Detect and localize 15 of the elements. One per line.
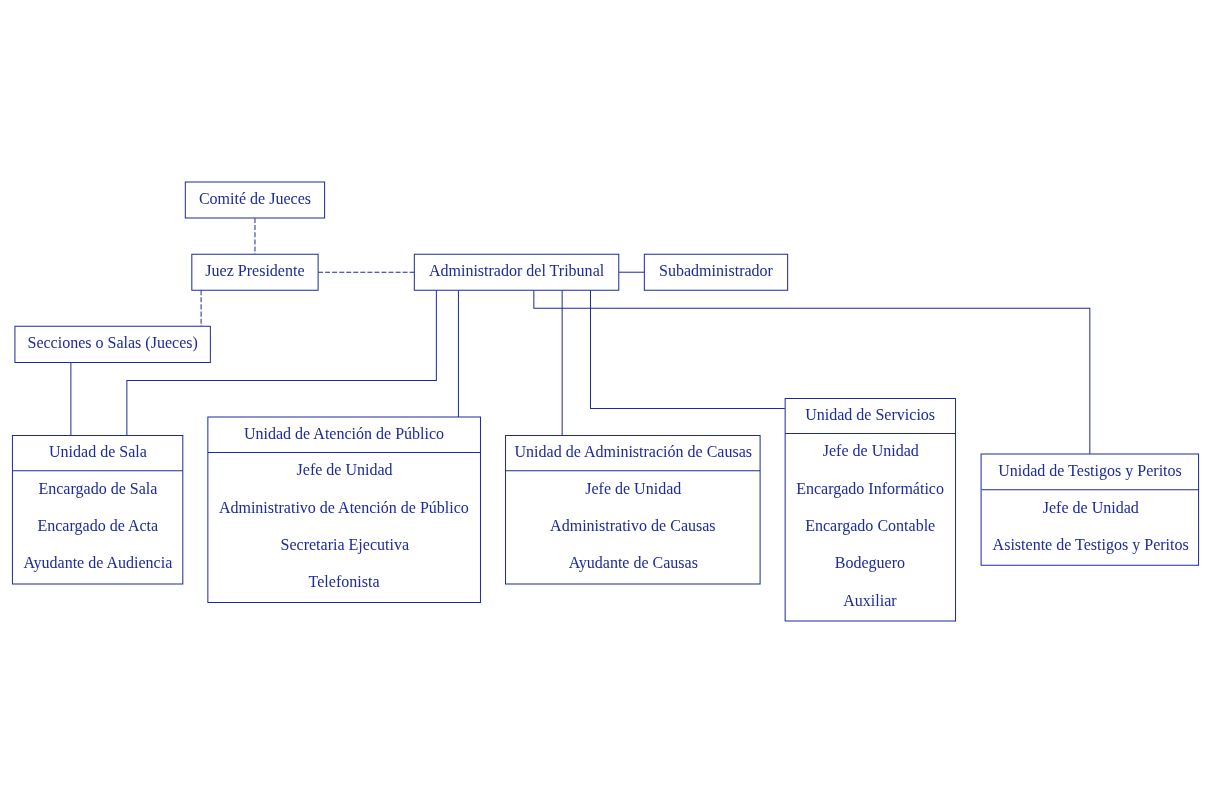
connector: [254, 217, 256, 255]
connector: [200, 289, 202, 327]
node-box: Comité de Jueces: [184, 181, 326, 219]
node-box: Secciones o Salas (Jueces): [14, 325, 211, 363]
node-box: Subadministrador: [643, 253, 789, 291]
connector: [533, 290, 1091, 455]
connector: [589, 289, 786, 409]
connector: [317, 271, 415, 273]
connector: [561, 289, 563, 437]
node-box: Juez Presidente: [191, 253, 319, 291]
connector: [618, 271, 645, 273]
connector: [70, 362, 72, 436]
connector: [126, 290, 437, 436]
connector: [457, 289, 459, 418]
node-box: Administrador del Tribunal: [413, 253, 620, 291]
